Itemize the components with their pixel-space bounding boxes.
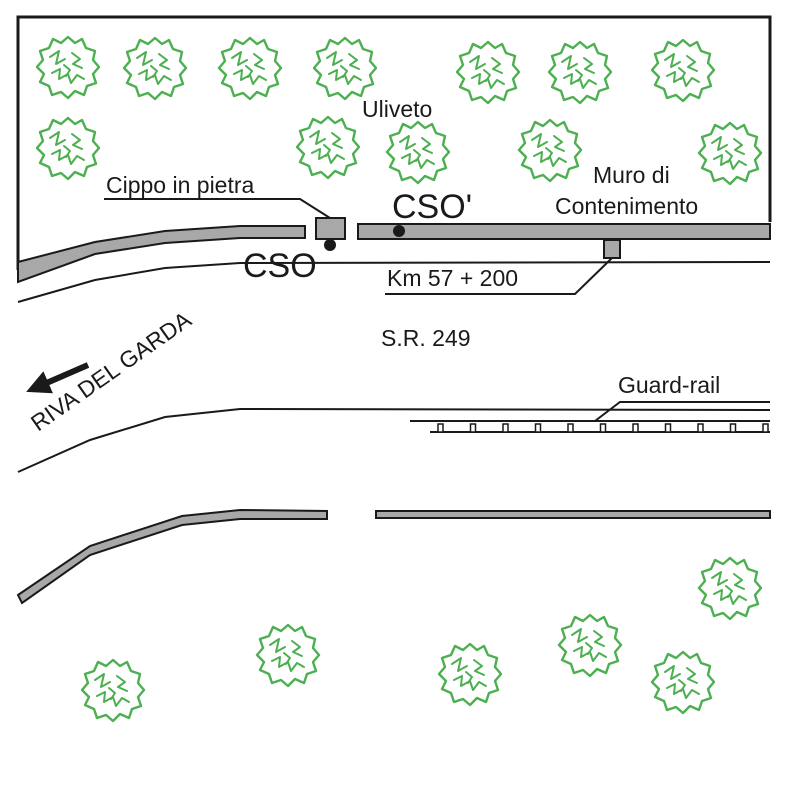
tree-icon xyxy=(385,120,451,185)
leader-guard-rail xyxy=(594,401,770,422)
retaining-wall-upper-right xyxy=(357,223,771,240)
stone-marker xyxy=(315,217,346,240)
road-name-label: S.R. 249 xyxy=(381,325,471,351)
guard-rail-post xyxy=(664,423,672,433)
guard-rail-post xyxy=(502,423,509,433)
guard-rail-posts xyxy=(437,423,769,433)
leader-kilometer xyxy=(385,257,613,295)
cso-point xyxy=(324,239,336,251)
guard-rail-post xyxy=(697,423,704,433)
retaining-wall-label-line1: Muro di xyxy=(593,162,670,188)
tree-icon xyxy=(697,556,763,621)
guard-rail-label: Guard-rail xyxy=(618,372,720,398)
guard-rail-post xyxy=(437,423,444,433)
tree-icon xyxy=(217,36,283,101)
tree-icon xyxy=(650,38,716,103)
tree-icon xyxy=(557,613,623,678)
tree-icon xyxy=(517,118,583,183)
guard-rail-post xyxy=(762,423,769,433)
tree-icon xyxy=(35,35,101,100)
property-boundary xyxy=(16,15,772,270)
guard-rail-post xyxy=(534,423,542,433)
cso-label: CSO xyxy=(243,247,317,285)
tree-icon xyxy=(455,40,521,105)
kilometer-label: Km 57 + 200 xyxy=(387,265,518,291)
road-edge-lower xyxy=(17,407,771,473)
tree-icon xyxy=(80,658,146,723)
guard-rail-post xyxy=(632,423,639,433)
orchard-label: Uliveto xyxy=(362,96,432,122)
retaining-wall-upper-left xyxy=(17,225,306,284)
tree-icon xyxy=(295,115,361,180)
guard-rail-post xyxy=(469,423,477,433)
stone-marker-label: Cippo in pietra xyxy=(106,172,255,198)
tree-icon xyxy=(122,36,188,101)
tree-icon xyxy=(650,650,716,715)
leader-stone-marker xyxy=(104,198,331,219)
kilometer-marker xyxy=(603,239,621,259)
guard-rail-post xyxy=(567,423,574,433)
retaining-wall-lower-right xyxy=(375,510,771,519)
tree-icon xyxy=(437,642,503,707)
tree-icon xyxy=(697,121,763,186)
retaining-wall-lower-left xyxy=(16,508,328,605)
tree-icon xyxy=(312,36,378,101)
arrow-left-icon xyxy=(26,362,90,394)
tree-icon xyxy=(35,116,101,181)
tree-icon xyxy=(547,40,613,105)
cso-prime-label: CSO' xyxy=(392,188,472,226)
retaining-wall-label-line2: Contenimento xyxy=(555,193,698,219)
road-edge-upper xyxy=(17,261,771,303)
guard-rail-post xyxy=(729,423,737,433)
guard-rail-post xyxy=(599,423,607,433)
lower-trees xyxy=(80,556,763,723)
cso-prime-point xyxy=(393,225,405,237)
tree-icon xyxy=(255,623,321,688)
guard-rail xyxy=(410,420,770,433)
